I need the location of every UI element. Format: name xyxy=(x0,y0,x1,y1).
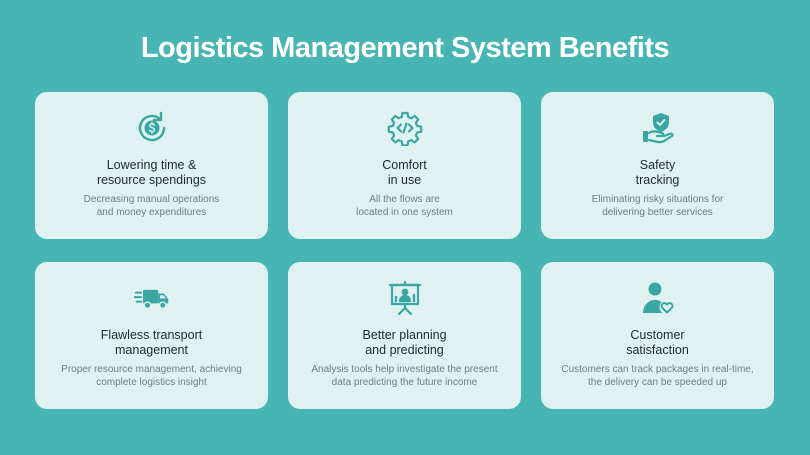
presentation-board-icon xyxy=(386,279,424,317)
card-description: Analysis tools help investigate the pres… xyxy=(311,364,498,388)
benefit-card-safety: Safety tracking Eliminating risky situat… xyxy=(541,92,774,239)
card-title: Better planning and predicting xyxy=(362,328,447,357)
card-description: All the flows are located in one system xyxy=(356,194,453,218)
card-description: Proper resource management, achieving co… xyxy=(61,364,242,388)
benefits-grid: Lowering time & resource spendings Decre… xyxy=(35,92,775,409)
benefit-card-lowering-time: Lowering time & resource spendings Decre… xyxy=(35,92,268,239)
benefit-card-customer: Customer satisfaction Customers can trac… xyxy=(541,262,774,409)
card-description: Decreasing manual operations and money e… xyxy=(83,194,220,218)
card-title: Customer satisfaction xyxy=(626,328,689,357)
card-title: Comfort in use xyxy=(382,158,427,187)
card-title: Flawless transport management xyxy=(100,328,203,357)
shield-hand-icon xyxy=(639,109,677,147)
benefit-card-planning: Better planning and predicting Analysis … xyxy=(288,262,521,409)
card-title: Lowering time & resource spendings xyxy=(96,158,207,187)
card-description: Eliminating risky situations for deliver… xyxy=(591,194,724,218)
card-title: Safety tracking xyxy=(635,158,680,187)
code-gear-icon xyxy=(386,109,424,147)
benefit-card-transport: Flawless transport management Proper res… xyxy=(35,262,268,409)
benefit-card-comfort: Comfort in use All the flows are located… xyxy=(288,92,521,239)
delivery-truck-icon xyxy=(133,279,171,317)
user-heart-icon xyxy=(639,279,677,317)
card-description: Customers can track packages in real-tim… xyxy=(561,364,754,388)
page-title: Logistics Management System Benefits xyxy=(140,32,670,64)
dollar-refresh-icon xyxy=(133,109,171,147)
